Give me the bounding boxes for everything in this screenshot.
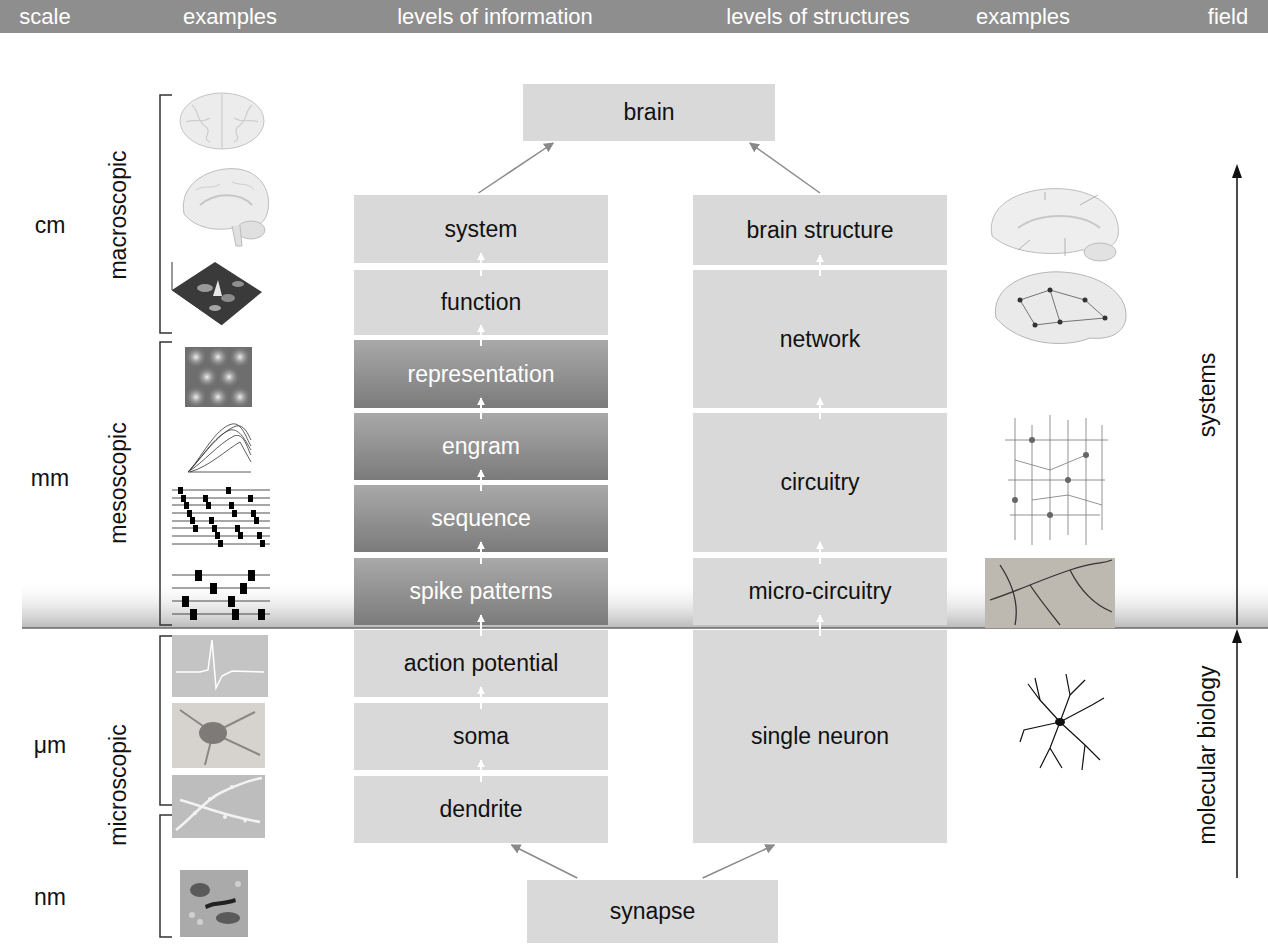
information-box-dark: sequence xyxy=(354,485,608,552)
box-label: network xyxy=(780,326,861,353)
box-label: system xyxy=(445,216,518,243)
level-arrow xyxy=(480,542,482,564)
box-label: circuitry xyxy=(780,469,859,496)
scale-range-label: mesoscopic xyxy=(105,422,132,543)
level-arrow xyxy=(480,760,482,782)
level-box: circuitry xyxy=(693,413,947,552)
scale-unit: μm xyxy=(34,732,66,759)
column-heading: examples xyxy=(183,4,277,30)
box-label: micro-circuitry xyxy=(748,578,891,605)
level-arrow xyxy=(819,398,821,419)
gray-arrow xyxy=(478,143,553,193)
information-box-dark: representation xyxy=(354,340,608,408)
box-label: brain xyxy=(623,99,674,126)
column-heading: field xyxy=(1208,4,1248,30)
gray-arrow xyxy=(750,143,820,193)
scale-range-label: systems xyxy=(1194,353,1221,437)
scale-range-label: microscopic xyxy=(105,724,132,845)
level-arrow xyxy=(480,398,482,419)
box-label: brain structure xyxy=(746,217,893,244)
level-box: system xyxy=(354,195,608,263)
level-arrow xyxy=(480,325,482,346)
box-label: sequence xyxy=(431,505,531,532)
column-heading: levels of structures xyxy=(726,4,909,30)
box-label: engram xyxy=(442,433,520,460)
level-arrow xyxy=(480,253,482,276)
box-label: synapse xyxy=(610,898,696,925)
level-arrow xyxy=(480,687,482,709)
information-box-dark: spike patterns xyxy=(354,558,608,625)
information-box-dark: engram xyxy=(354,413,608,480)
box-label: dendrite xyxy=(439,796,522,823)
column-heading: scale xyxy=(19,4,70,30)
scale-unit: cm xyxy=(35,212,66,239)
column-heading: examples xyxy=(976,4,1070,30)
level-box: synapse xyxy=(527,880,778,943)
column-heading: levels of information xyxy=(397,4,593,30)
box-label: soma xyxy=(453,723,509,750)
level-arrow xyxy=(480,615,482,636)
box-label: single neuron xyxy=(751,723,889,750)
level-box: single neuron xyxy=(693,630,947,843)
gray-arrow xyxy=(703,845,775,878)
level-box: network xyxy=(693,270,947,408)
header-bar: scale examples levels of information levels… xyxy=(0,0,1268,33)
level-box: brain structure xyxy=(693,195,947,265)
level-box: soma xyxy=(354,703,608,770)
level-box: brain xyxy=(523,84,775,141)
scale-range-label: molecular biology xyxy=(1194,666,1221,845)
scale-unit: mm xyxy=(31,465,69,492)
box-label: spike patterns xyxy=(409,578,552,605)
box-label: action potential xyxy=(404,650,559,677)
gray-arrow xyxy=(511,845,577,878)
scale-range-label: macroscopic xyxy=(105,150,132,279)
box-label: representation xyxy=(407,361,554,388)
level-box: dendrite xyxy=(354,776,608,843)
level-box: action potential xyxy=(354,630,608,697)
level-arrow xyxy=(819,542,821,564)
level-arrow xyxy=(819,615,821,636)
level-arrow xyxy=(480,470,482,491)
level-arrow xyxy=(819,255,821,276)
level-box: micro-circuitry xyxy=(693,558,947,625)
scale-unit: nm xyxy=(34,884,66,911)
box-label: function xyxy=(441,289,522,316)
